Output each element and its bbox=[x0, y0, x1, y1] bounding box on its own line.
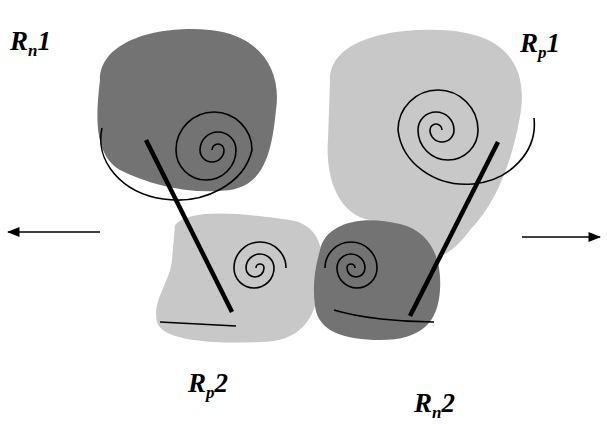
light-region bbox=[156, 214, 322, 343]
spiral-tail bbox=[334, 310, 434, 322]
region-label: Rp2 bbox=[188, 370, 228, 397]
vortex-spiral bbox=[325, 242, 377, 288]
vortex-spiral bbox=[234, 242, 286, 288]
spiral-tail bbox=[160, 322, 236, 326]
vortex-axis bbox=[410, 142, 498, 316]
motion-arrow bbox=[8, 231, 100, 233]
dark-region bbox=[314, 220, 440, 340]
region-label: Rn1 bbox=[10, 28, 51, 55]
dark-region bbox=[97, 29, 277, 191]
vortex-axis bbox=[146, 140, 232, 312]
region-label: Rp1 bbox=[520, 30, 560, 57]
vortex-spiral bbox=[398, 90, 534, 184]
motion-arrow bbox=[522, 236, 600, 238]
region-label: Rn2 bbox=[414, 390, 455, 417]
vortex-spiral bbox=[101, 112, 252, 200]
